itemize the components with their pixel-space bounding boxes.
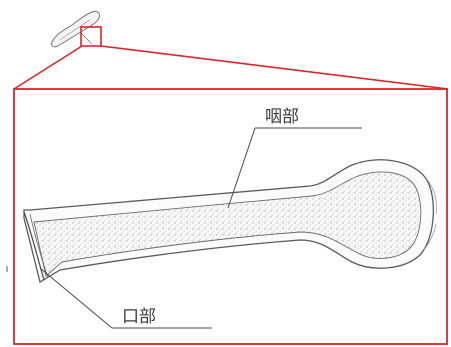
whole-worm-thumbnail [51,11,99,46]
zoom-line-right [101,46,448,89]
pharynx-label: 咽部 [265,107,299,127]
zoom-line-left [14,46,82,89]
mouth-label: 口部 [122,307,156,327]
